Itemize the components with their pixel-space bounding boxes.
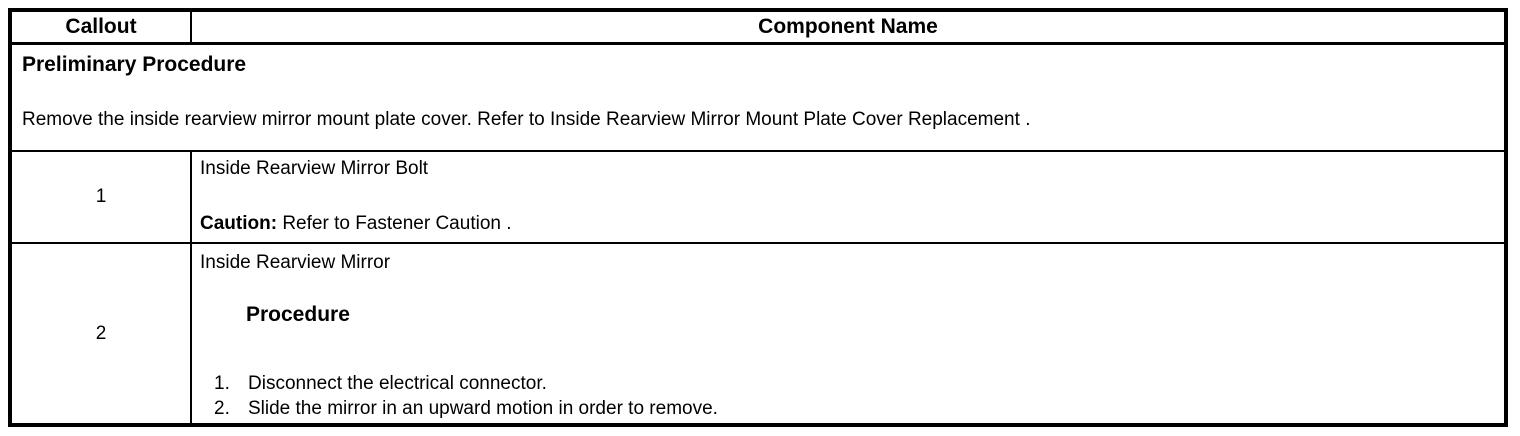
component-callout-table: Callout Component Name Preliminary Proce… [8, 8, 1508, 427]
header-cell-component-name: Component Name [758, 15, 938, 39]
procedure-step-2: 2. Slide the mirror in an upward motion … [214, 398, 1494, 419]
procedure-step-1: 1. Disconnect the electrical connector. [214, 373, 1494, 394]
table-header-row: Callout Component Name [12, 12, 1504, 46]
step-number-2: 2. [214, 398, 230, 420]
procedure-steps-list: 1. Disconnect the electrical connector. … [200, 373, 1494, 419]
callout-cell-2: 2 [12, 244, 192, 424]
mount-plate-cover-replacement-link[interactable]: Inside Rearview Mirror Mount Plate Cover… [550, 109, 1020, 131]
component-cell-2: Inside Rearview Mirror Procedure 1. Disc… [192, 244, 1504, 423]
preliminary-text-intro: Remove the inside rearview mirror mount … [22, 109, 550, 131]
callout-cell-1: 1 [12, 152, 192, 243]
caution-text-intro: Refer to [277, 213, 356, 235]
caution-note: Caution: Refer to Fastener Caution . [200, 213, 1494, 234]
callout-number-2: 2 [95, 322, 107, 344]
callout-number-1: 1 [95, 186, 107, 208]
table-row-1: 1 Inside Rearview Mirror Bolt Caution: R… [12, 152, 1504, 245]
header-cell-callout: Callout [12, 12, 192, 43]
table-row-2: 2 Inside Rearview Mirror Procedure 1. Di… [12, 244, 1504, 424]
fastener-caution-link[interactable]: Fastener Caution [355, 213, 501, 235]
preliminary-text-suffix: . [1019, 109, 1031, 131]
preliminary-procedure-row: Preliminary Procedure Remove the inside … [12, 45, 1504, 153]
step-number-1: 1. [214, 373, 230, 395]
caution-text-suffix: . [500, 213, 512, 235]
component-name-1: Inside Rearview Mirror Bolt [200, 158, 429, 180]
preliminary-procedure-title: Preliminary Procedure [22, 53, 247, 77]
procedure-heading: Procedure [246, 303, 350, 327]
step-text-1: Disconnect the electrical connector. [248, 373, 547, 395]
preliminary-procedure-text: Remove the inside rearview mirror mount … [22, 109, 1494, 130]
step-text-2: Slide the mirror in an upward motion in … [248, 398, 718, 420]
component-cell-1: Inside Rearview Mirror Bolt Caution: Ref… [192, 152, 1504, 242]
caution-label: Caution: [200, 213, 278, 235]
component-name-2: Inside Rearview Mirror [200, 252, 391, 274]
